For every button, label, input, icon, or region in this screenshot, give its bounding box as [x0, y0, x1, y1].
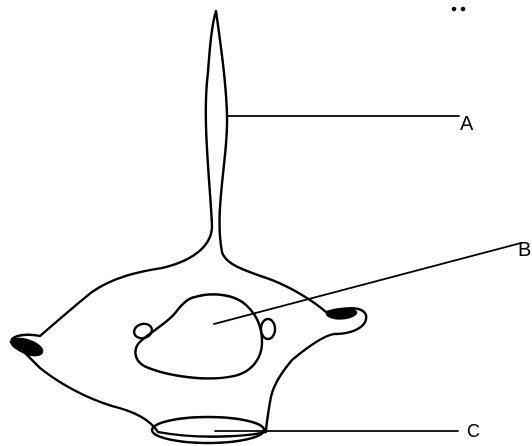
right-small-oval — [261, 319, 275, 339]
left-small-oval — [132, 322, 153, 340]
base-ellipse — [152, 417, 264, 443]
label-c: C — [467, 421, 480, 441]
vertebra-outline — [11, 11, 366, 437]
top-edge-mark — [452, 7, 465, 11]
label-b: B — [518, 239, 531, 261]
inner-body — [135, 294, 262, 378]
left-tip-mark — [10, 338, 43, 356]
leader-line-b — [214, 243, 521, 324]
label-a: A — [460, 113, 474, 135]
